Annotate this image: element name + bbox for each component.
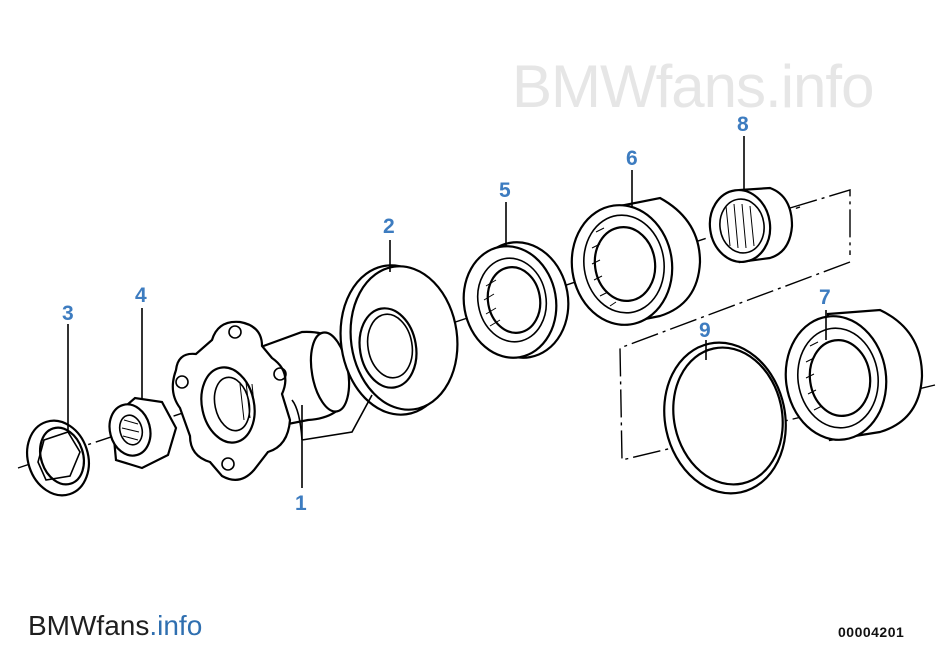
callout-9: 9 (699, 319, 711, 342)
callout-6: 6 (626, 147, 638, 170)
callout-3: 3 (62, 302, 74, 325)
ball-bearing (570, 196, 702, 326)
callout-7: 7 (819, 286, 831, 309)
watermark-top: BMWfans.info (512, 53, 874, 120)
callout-4: 4 (135, 284, 147, 307)
lock-plate (26, 419, 90, 497)
callout-1: 1 (295, 492, 307, 515)
leader-1 (301, 394, 373, 488)
collar-nut (108, 396, 178, 470)
callout-2: 2 (383, 215, 395, 238)
shaft-seal (462, 241, 570, 359)
watermark-bottom-light: .info (149, 610, 203, 641)
watermark-bottom-dark: BMWfans (28, 610, 150, 641)
callout-8: 8 (737, 113, 749, 136)
watermark-bottom: BMWfans.info (28, 610, 202, 642)
leader-lines (67, 136, 827, 488)
axis-bracket-upper (789, 189, 851, 255)
document-number: 00004201 (838, 624, 905, 640)
ball-bearing-alternate (784, 308, 924, 442)
callout-5: 5 (499, 179, 511, 202)
dust-cover-washer (339, 264, 459, 416)
flange-with-sleeve (171, 320, 351, 481)
spacer-ring (663, 341, 787, 495)
needle-bearing (708, 186, 794, 264)
